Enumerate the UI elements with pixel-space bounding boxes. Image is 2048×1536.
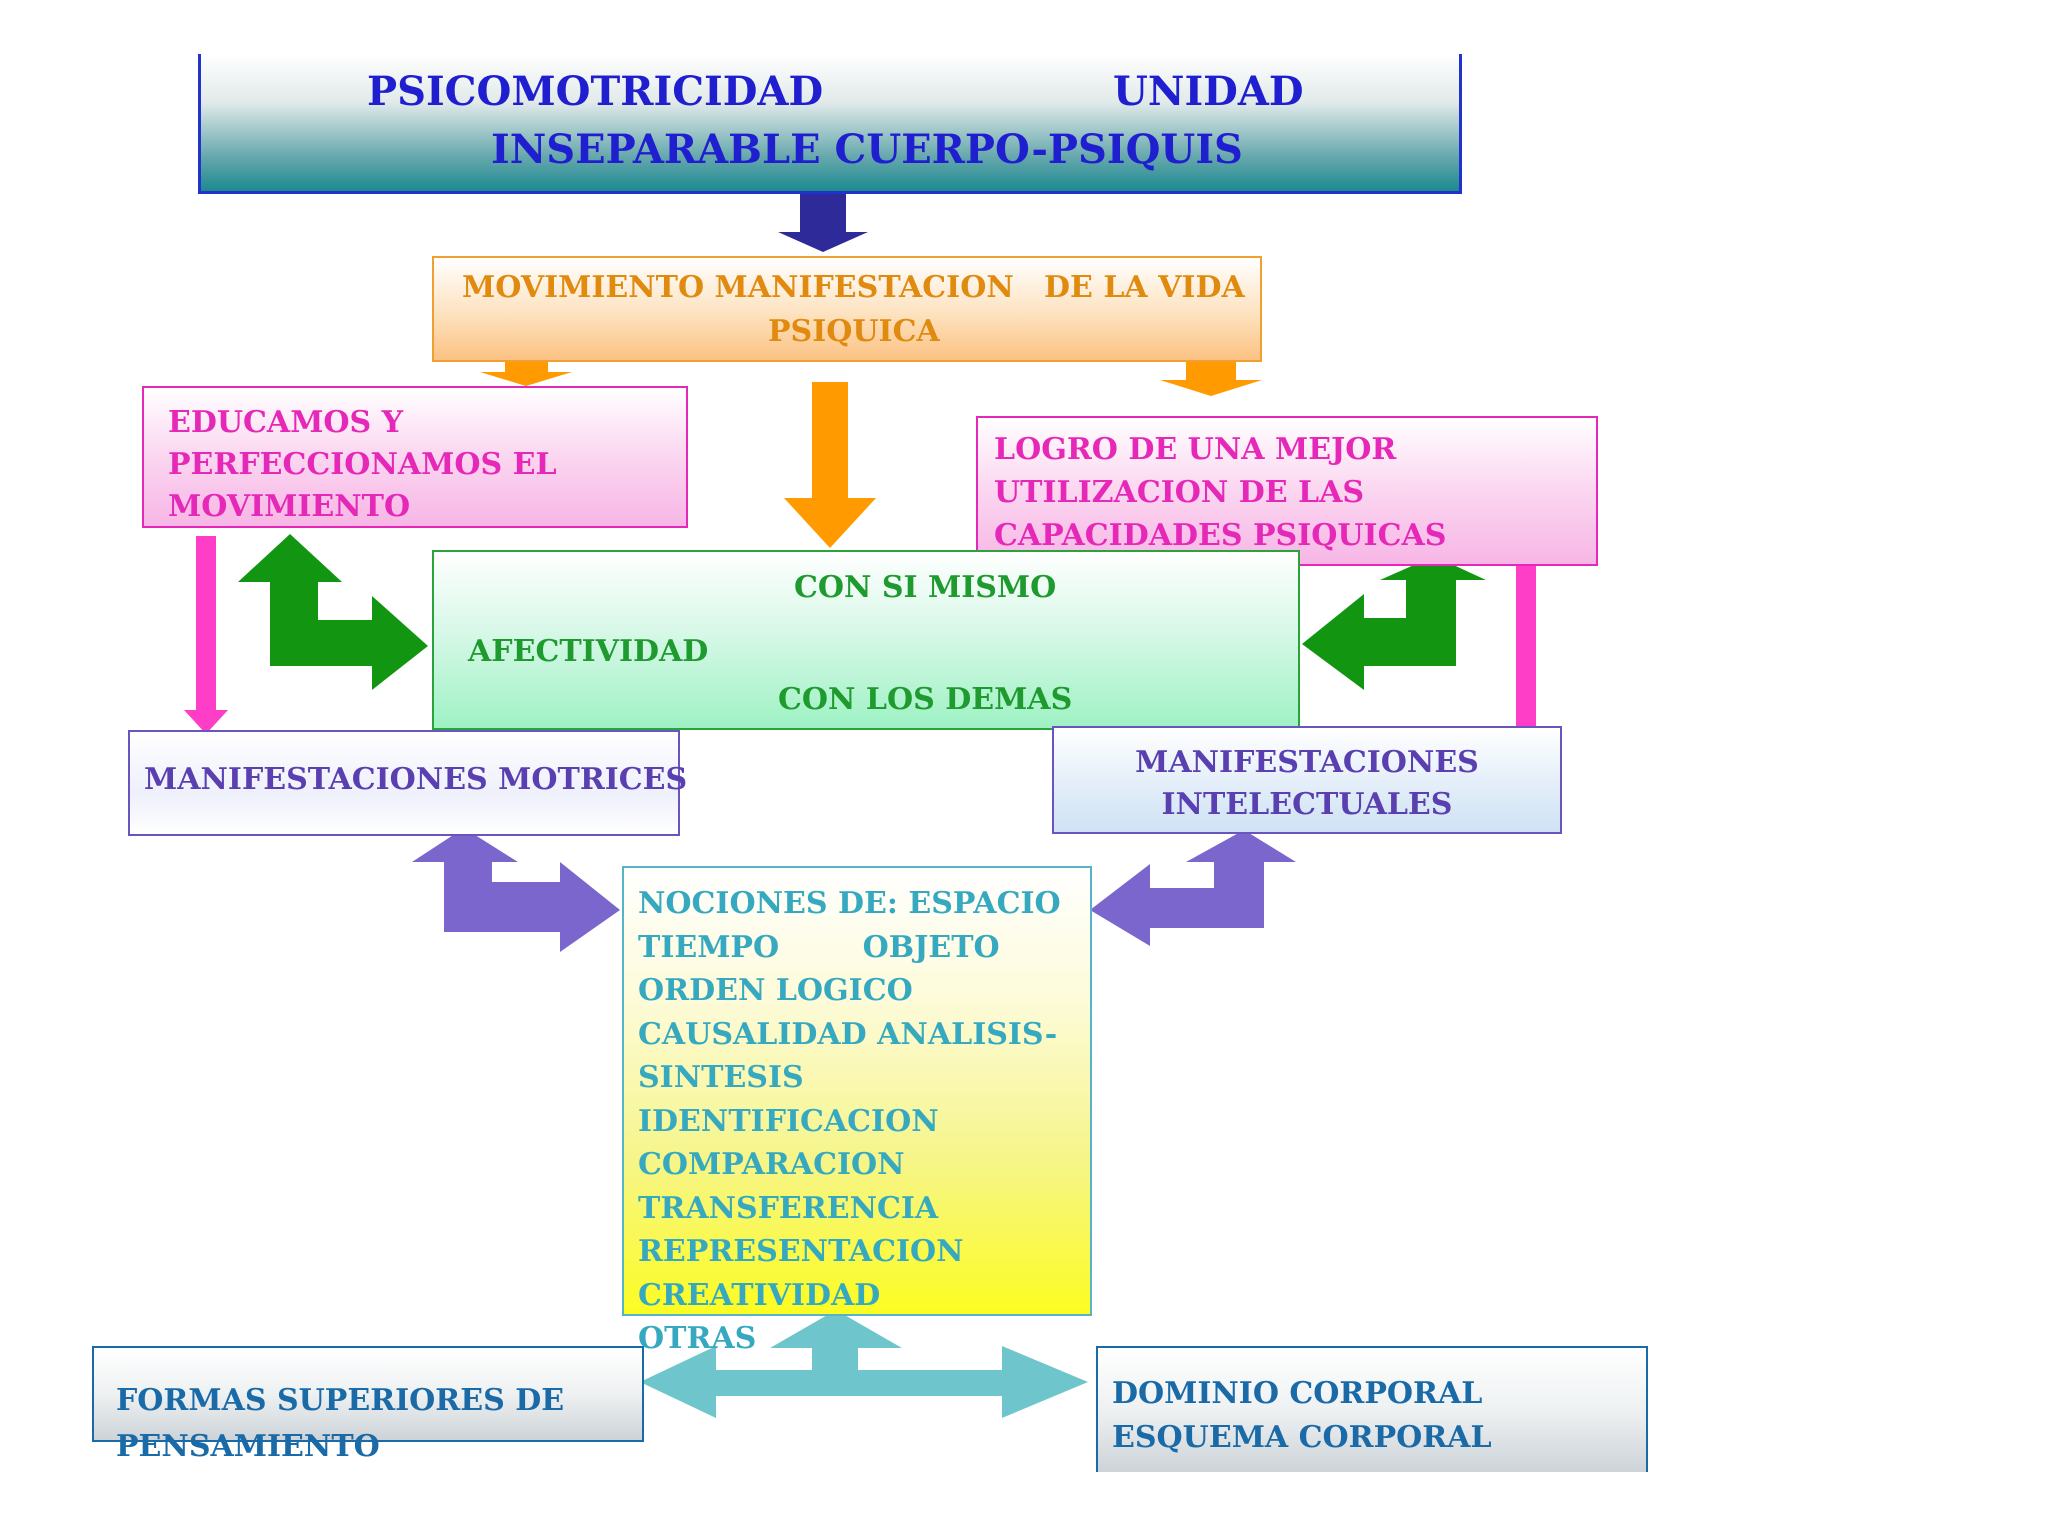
intelectuales-box: MANIFESTACIONES INTELECTUALES: [1052, 726, 1562, 834]
title-word-unidad: UNIDAD: [1113, 68, 1304, 115]
formas-box: FORMAS SUPERIORES DE PENSAMIENTO: [92, 1346, 644, 1442]
nociones-line-1: NOCIONES DE: ESPACIO: [638, 882, 1090, 926]
logro-box: LOGRO DE UNA MEJOR UTILIZACION DE LAS CA…: [976, 416, 1598, 566]
afectividad-box: CON SI MISMO AFECTIVIDAD CON LOS DEMAS: [432, 550, 1300, 730]
motrices-box: MANIFESTACIONES MOTRICES: [128, 730, 680, 836]
nociones-line-5: SINTESIS: [638, 1056, 1090, 1100]
title-box: PSICOMOTRICIDAD UNIDAD INSEPARABLE CUERP…: [198, 54, 1462, 194]
formas-line-2: PENSAMIENTO: [116, 1424, 642, 1470]
arrow-movement-to-afectividad: [784, 382, 876, 548]
nociones-line-6: IDENTIFICACION: [638, 1100, 1090, 1144]
nociones-line-3: ORDEN LOGICO: [638, 969, 1090, 1013]
nociones-line-11: OTRAS: [638, 1317, 1090, 1361]
movement-part-1: MOVIMIENTO MANIFESTACION: [462, 270, 1014, 305]
arrow-educamos-to-motrices: [184, 536, 228, 734]
title-line-2: INSEPARABLE CUERPO-PSIQUIS: [491, 126, 1243, 173]
arrow-intelectuales-nociones: [1090, 830, 1296, 946]
movement-box: MOVIMIENTO MANIFESTACION DE LA VIDA PSIQ…: [432, 256, 1262, 362]
nociones-line-7: COMPARACION: [638, 1143, 1090, 1187]
movement-part-2: DE LA VIDA: [1044, 270, 1245, 305]
motrices-label: MANIFESTACIONES MOTRICES: [144, 762, 687, 797]
arrow-motrices-nociones: [412, 828, 620, 952]
nociones-line-2: TIEMPO OBJETO: [638, 926, 1090, 970]
dominio-box: DOMINIO CORPORAL ESQUEMA CORPORAL: [1096, 1346, 1648, 1472]
nociones-line-10: CREATIVIDAD: [638, 1274, 1090, 1318]
dominio-line-2: ESQUEMA CORPORAL: [1112, 1416, 1646, 1460]
arrow-logro-afectividad: [1302, 556, 1486, 690]
afectividad-label: AFECTIVIDAD: [468, 634, 708, 669]
nociones-box: NOCIONES DE: ESPACIO TIEMPO OBJETO ORDEN…: [622, 866, 1092, 1316]
educamos-box: EDUCAMOS Y PERFECCIONAMOS EL MOVIMIENTO: [142, 386, 688, 528]
con-los-demas-label: CON LOS DEMAS: [778, 682, 1072, 717]
dominio-line-1: DOMINIO CORPORAL: [1112, 1372, 1646, 1416]
formas-line-1: FORMAS SUPERIORES DE: [116, 1378, 642, 1424]
intelectuales-line-2: INTELECTUALES: [1054, 784, 1560, 826]
educamos-line-1: EDUCAMOS Y: [168, 402, 686, 444]
nociones-line-9: REPRESENTACION: [638, 1230, 1090, 1274]
movement-line-2: PSIQUICA: [768, 314, 940, 349]
intelectuales-line-1: MANIFESTACIONES: [1054, 742, 1560, 784]
educamos-line-2: PERFECCIONAMOS EL: [168, 444, 686, 486]
nociones-line-8: TRANSFERENCIA: [638, 1187, 1090, 1231]
educamos-line-3: MOVIMIENTO: [168, 486, 686, 528]
nociones-line-4: CAUSALIDAD ANALISIS-: [638, 1013, 1090, 1057]
logro-line-1: LOGRO DE UNA MEJOR: [994, 428, 1596, 471]
arrow-educamos-afectividad: [238, 534, 428, 690]
con-si-mismo-label: CON SI MISMO: [794, 570, 1056, 605]
title-word-psicomotricidad: PSICOMOTRICIDAD: [367, 68, 823, 115]
logro-line-2: UTILIZACION DE LAS: [994, 471, 1596, 514]
